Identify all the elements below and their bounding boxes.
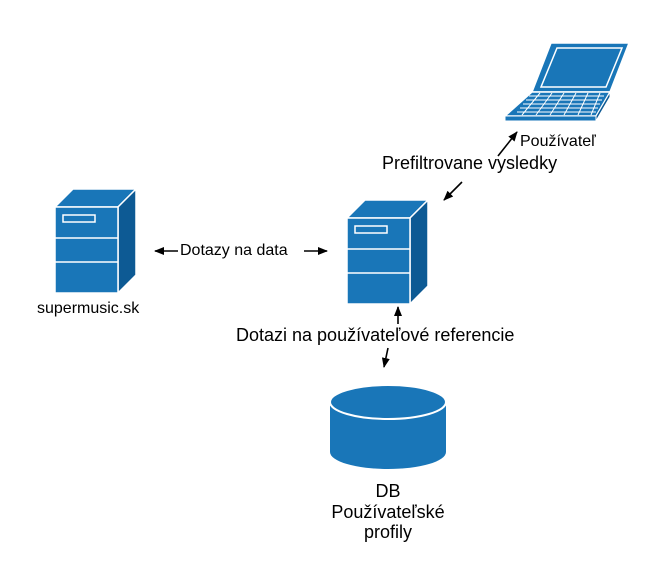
site-label: supermusic.sk bbox=[37, 300, 140, 317]
user-label: Používateľ bbox=[520, 133, 596, 150]
queries-prefs-label: Dotazi na používateľové referencie bbox=[234, 325, 517, 346]
arrow-to-user bbox=[497, 131, 518, 157]
db-label-line3: profily bbox=[363, 522, 412, 543]
db-label: DB Používateľské profily bbox=[318, 481, 458, 543]
server-icon bbox=[53, 187, 138, 295]
arrow-to-server bbox=[443, 181, 463, 201]
db-label-line2: Používateľské bbox=[331, 501, 445, 522]
connector-arrows bbox=[154, 131, 518, 368]
prefiltered-results-label: Prefiltrovane vysledky bbox=[382, 153, 558, 173]
queries-data-label: Dotazy na data bbox=[178, 242, 290, 261]
database-icon bbox=[329, 384, 447, 469]
db-label-line1: DB bbox=[375, 481, 401, 501]
arrow-down-to-db bbox=[381, 347, 390, 368]
server-icon bbox=[345, 198, 430, 306]
laptop-icon bbox=[503, 42, 631, 123]
